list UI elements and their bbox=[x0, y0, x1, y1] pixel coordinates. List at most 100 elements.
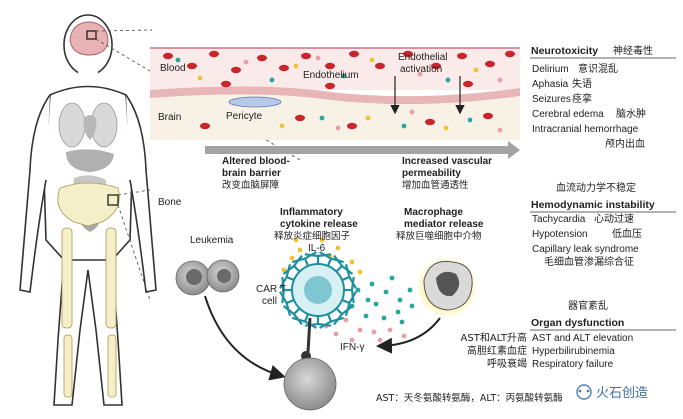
label-inflammatory-2: cytokine release bbox=[280, 219, 358, 230]
particle bbox=[445, 77, 451, 83]
label-increased-perm-2: permeability bbox=[402, 168, 461, 179]
receptor-spike bbox=[285, 302, 292, 316]
particle bbox=[175, 57, 181, 63]
particle bbox=[401, 333, 407, 339]
particle bbox=[365, 115, 371, 121]
label-inflammatory-cn: 释放炎症细胞因子 bbox=[274, 230, 351, 242]
red-blood-cell bbox=[349, 50, 359, 58]
label-pericyte: Pericyte bbox=[226, 111, 263, 122]
particle bbox=[369, 281, 375, 287]
receptor-spike bbox=[330, 316, 344, 323]
particle bbox=[343, 317, 349, 323]
red-blood-cell bbox=[200, 122, 210, 130]
neurotoxicity-item-4: Intracranial hemorrhage bbox=[532, 124, 639, 135]
red-blood-cell bbox=[257, 54, 267, 62]
particle bbox=[395, 309, 401, 315]
label-macrophage-1: Macrophage bbox=[404, 207, 463, 218]
particle bbox=[371, 329, 377, 335]
particle bbox=[369, 57, 375, 63]
red-blood-cell bbox=[431, 62, 441, 70]
red-blood-cells bbox=[163, 50, 515, 130]
neurotoxicity-item-cn-0: 意识混乱 bbox=[578, 62, 618, 75]
neurotoxicity-item-cn-1: 失语 bbox=[572, 77, 592, 90]
particle bbox=[365, 297, 371, 303]
neurotoxicity-title: Neurotoxicity bbox=[531, 45, 598, 57]
label-altered-bbb-2: brain barrier bbox=[222, 168, 281, 179]
macrophage-cell bbox=[415, 255, 479, 319]
particle bbox=[387, 327, 393, 333]
particle bbox=[355, 287, 361, 293]
red-blood-cell bbox=[231, 66, 241, 74]
red-blood-cell bbox=[485, 60, 495, 68]
particle bbox=[397, 297, 403, 303]
red-blood-cell bbox=[301, 52, 311, 60]
particle bbox=[381, 315, 387, 321]
receptor-spike bbox=[282, 265, 295, 275]
particle bbox=[357, 327, 363, 333]
receptor-spike bbox=[348, 291, 357, 304]
organ-item-2: Respiratory failure bbox=[532, 359, 614, 370]
label-endothelial-activation-1: Endothelial bbox=[398, 52, 447, 63]
particle bbox=[467, 117, 473, 123]
receptor-spike bbox=[293, 313, 303, 326]
organ-item-1: Hyperbilirubinemia bbox=[532, 346, 615, 357]
receptor-spike bbox=[341, 305, 354, 315]
red-blood-cell bbox=[209, 50, 219, 58]
hemodynamic-item-cn-0: 心动过速 bbox=[594, 212, 634, 225]
hemodynamic-extra-cn: 毛细血管渗漏综合征 bbox=[544, 255, 634, 268]
hemodynamic-title: Hemodynamic instability bbox=[531, 199, 655, 211]
particle bbox=[497, 127, 503, 133]
receptor-spike bbox=[344, 264, 351, 278]
red-blood-cell bbox=[295, 114, 305, 122]
particle bbox=[279, 123, 285, 129]
particle bbox=[389, 275, 395, 281]
particle bbox=[377, 337, 383, 343]
particle bbox=[417, 71, 423, 77]
organ-item-cn-2: 呼吸衰竭 bbox=[487, 357, 527, 370]
receptor-spike bbox=[292, 257, 306, 264]
neurotoxicity-item-cn-3: 脑水肿 bbox=[616, 107, 646, 120]
red-blood-cell bbox=[425, 118, 435, 126]
receptor-spike bbox=[279, 276, 288, 289]
particle bbox=[243, 59, 249, 65]
label-inflammatory-1: Inflammatory bbox=[280, 207, 343, 218]
red-blood-cell bbox=[457, 52, 467, 60]
particle bbox=[269, 77, 275, 83]
label-cart-2: cell bbox=[262, 296, 277, 307]
car-t-cell bbox=[279, 251, 357, 329]
particle bbox=[401, 123, 407, 129]
particle bbox=[363, 313, 369, 319]
neurotoxicity-item-2: Seizures bbox=[532, 94, 571, 105]
bone-zoom-box bbox=[107, 194, 119, 206]
red-blood-cell bbox=[279, 64, 289, 72]
particle bbox=[399, 319, 405, 325]
neurotoxicity-item-1: Aphasia bbox=[532, 79, 569, 90]
hemodynamic-header-cn: 血流动力学不稳定 bbox=[556, 181, 636, 194]
target-cell bbox=[283, 317, 337, 411]
skeleton-icon bbox=[57, 182, 120, 398]
organ-item-cn-1: 高胆红素血症 bbox=[467, 344, 527, 357]
pericyte-cell bbox=[228, 96, 282, 108]
label-increased-perm-cn: 增加血管通透性 bbox=[402, 179, 469, 191]
hemodynamic-item-1: Hypotension bbox=[532, 229, 588, 240]
zoom-lines bbox=[95, 29, 301, 301]
particle bbox=[341, 73, 347, 79]
particle bbox=[349, 259, 355, 265]
particle bbox=[373, 301, 379, 307]
particle bbox=[319, 237, 325, 243]
neurotoxicity-item-3: Cerebral edema bbox=[532, 109, 604, 120]
red-blood-cell bbox=[187, 62, 197, 70]
particle bbox=[473, 67, 479, 73]
particle bbox=[293, 63, 299, 69]
footnote: AST：天冬氨酸转氨酶，ALT：丙氨酸转氨酶 bbox=[376, 392, 563, 404]
label-blood: Blood bbox=[160, 63, 186, 74]
label-endothelial-activation-2: activation bbox=[400, 64, 442, 75]
red-blood-cell bbox=[347, 122, 357, 130]
label-macrophage-2: mediator release bbox=[404, 219, 484, 230]
particle bbox=[335, 245, 341, 251]
particle bbox=[357, 269, 363, 275]
red-blood-cell bbox=[163, 52, 173, 60]
hemodynamic-item-cn-1: 低血压 bbox=[612, 227, 642, 240]
